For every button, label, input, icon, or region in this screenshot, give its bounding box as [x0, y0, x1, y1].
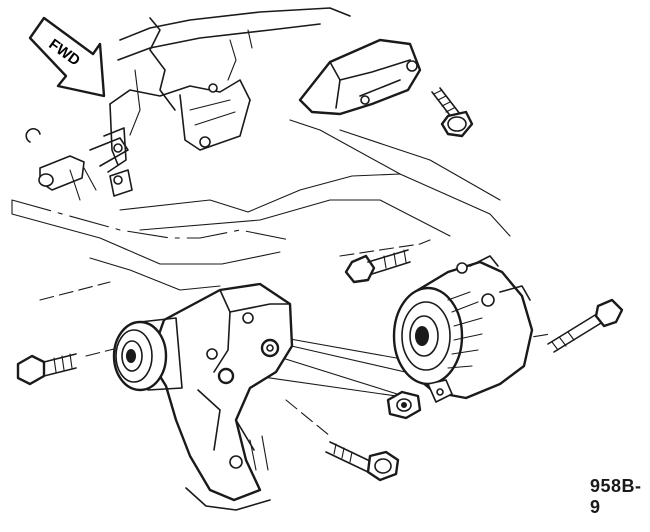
engine-block [109, 7, 351, 166]
rear-support-clip [25, 127, 133, 201]
bracket-lower-bolt [325, 441, 400, 482]
generator-nut [386, 390, 422, 420]
generator [392, 255, 534, 403]
generator-through-bolt [547, 298, 624, 353]
mounting-bracket [148, 282, 294, 511]
idler-pulley [112, 317, 183, 392]
generator-upper-bolt [344, 249, 411, 284]
fwd-arrow: FWD [28, 16, 106, 98]
bracket-left-bolt [16, 353, 77, 386]
upper-bracket [298, 38, 422, 116]
upper-bracket-bolt [431, 87, 474, 138]
belt-path [11, 119, 511, 291]
figure-reference: 958B-9 [590, 476, 642, 517]
